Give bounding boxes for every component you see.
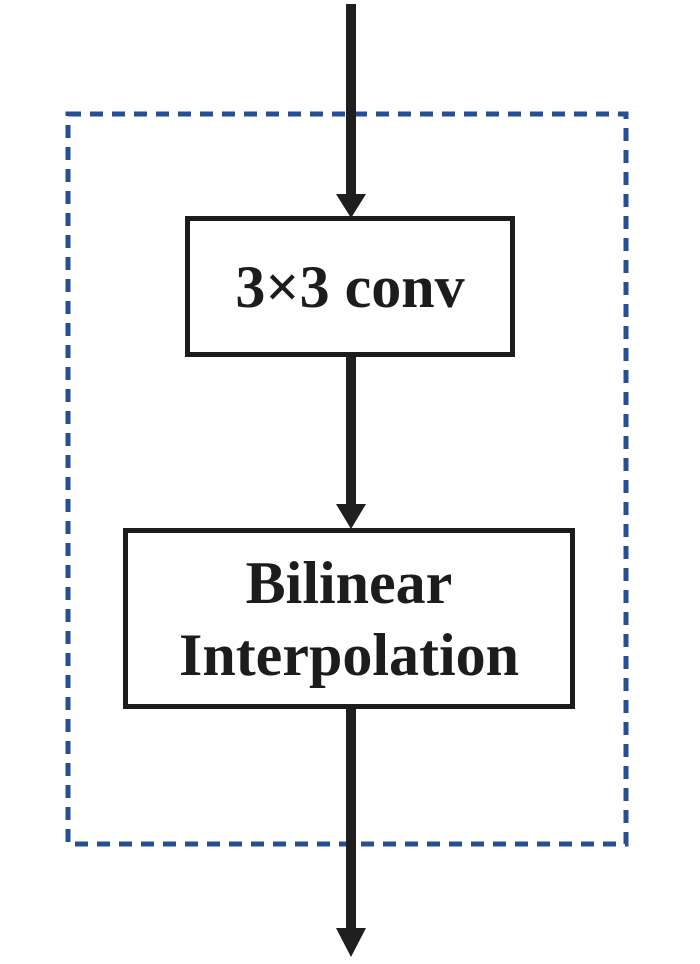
arrowhead-down-icon (336, 194, 366, 218)
output-arrow (336, 707, 366, 957)
node-conv-label: 3×3 conv (235, 253, 465, 320)
conv-to-bilinear-arrow (336, 356, 366, 529)
arrowhead-down-icon (336, 504, 366, 529)
arrowhead-down-icon (336, 928, 366, 957)
node-conv: 3×3 conv (185, 216, 515, 357)
input-arrow (336, 4, 366, 218)
node-bilinear-interpolation-label: Bilinear Interpolation (178, 549, 520, 688)
node-bilinear-interpolation: Bilinear Interpolation (123, 528, 575, 709)
